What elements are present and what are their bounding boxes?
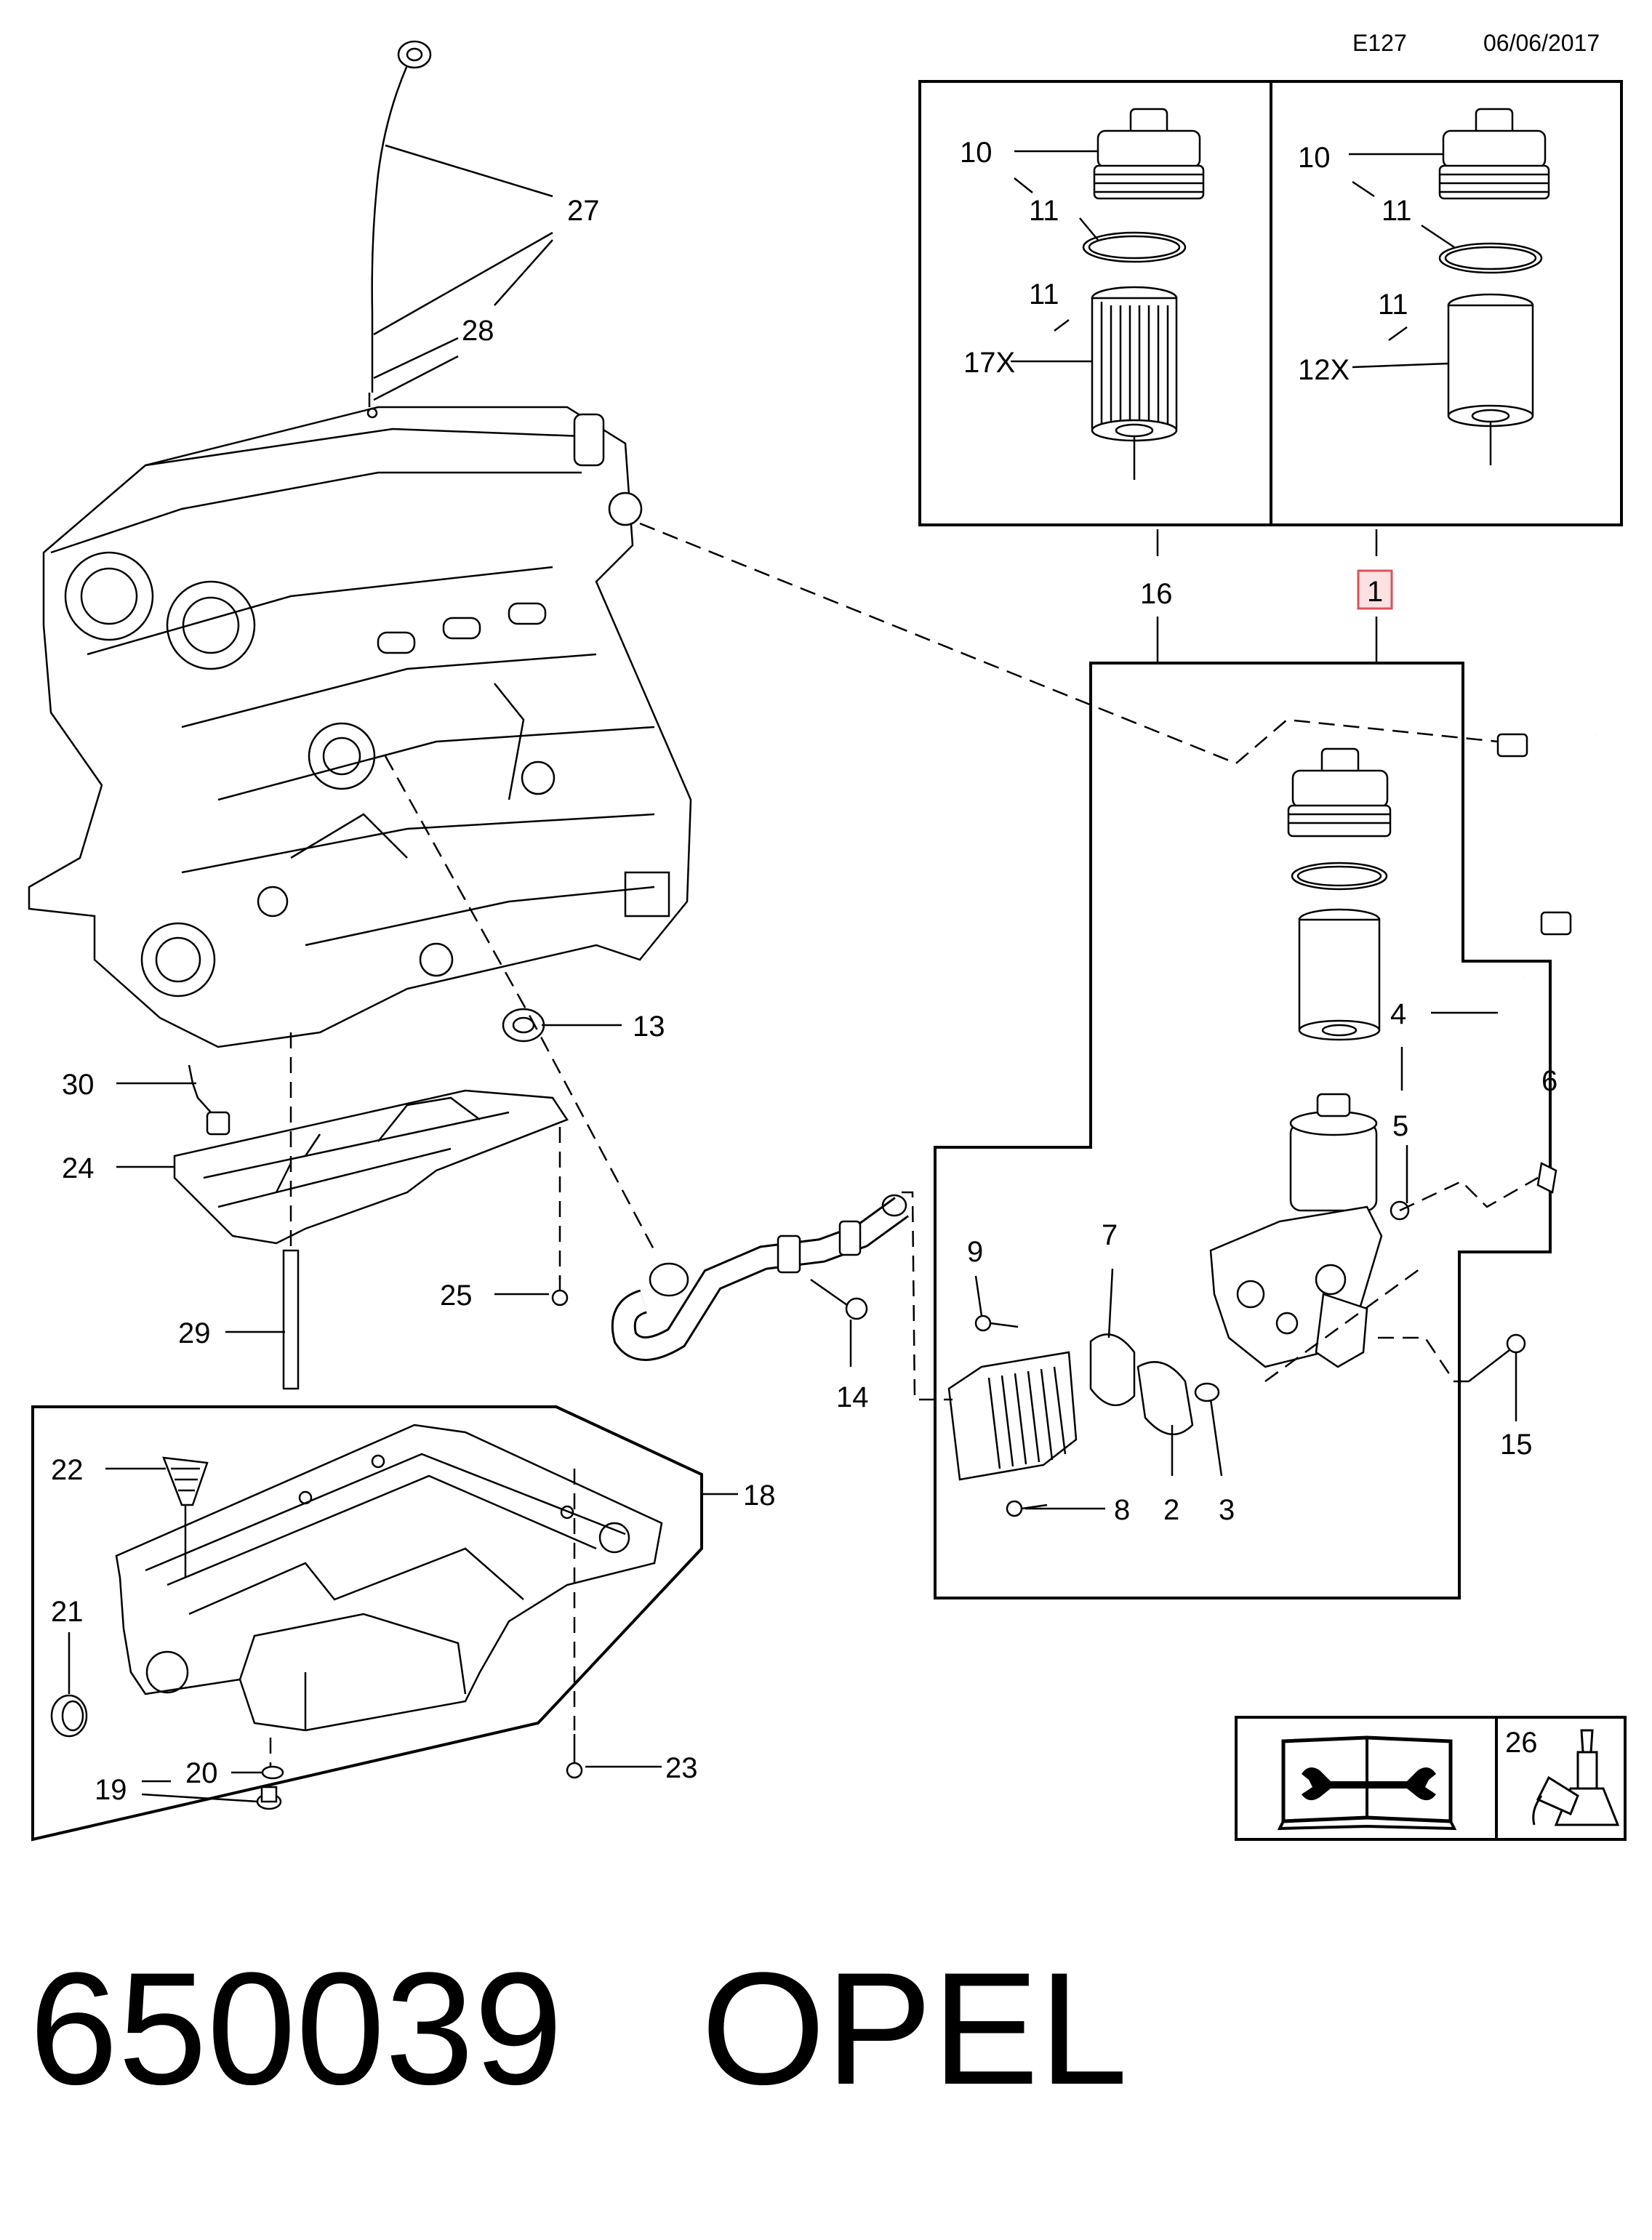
repair-manual-wrench-icon: [1277, 1735, 1457, 1831]
callout-20: 20: [185, 1757, 218, 1789]
drain-plug-19: [256, 1786, 282, 1810]
filter-cap-in-assembly: [1287, 747, 1392, 1041]
callout-9: 9: [967, 1236, 983, 1268]
oil-baffle-24: [173, 1089, 569, 1245]
callout-21: 21: [51, 1596, 84, 1628]
dash-link-housing: [1264, 1264, 1426, 1383]
clamp-13: [502, 1008, 545, 1043]
callout-3: 3: [1219, 1494, 1235, 1526]
cooler-gasket-7: [1089, 1333, 1136, 1407]
callout-11-left-a: 11: [1029, 195, 1059, 227]
engine-block: [28, 406, 692, 1048]
callout-10-right: 10: [1298, 142, 1331, 174]
bolt-14: [810, 1278, 868, 1320]
callout-22: 22: [51, 1454, 84, 1486]
dipstick-tube-28: [366, 313, 378, 419]
callout-18: 18: [743, 1480, 776, 1512]
callout-4: 4: [1390, 998, 1406, 1030]
callout-26: 26: [1505, 1727, 1538, 1759]
callout-25: 25: [440, 1280, 473, 1312]
filter-variant-1: [1438, 108, 1550, 465]
dash-link-cooler: [902, 1191, 953, 1401]
hose-clamp: [1496, 733, 1528, 758]
callout-28: 28: [462, 315, 494, 347]
callout-11-left-b: 11: [1029, 278, 1059, 310]
oil-cooler: [947, 1351, 1078, 1481]
callout-30: 30: [62, 1069, 95, 1101]
housing-gasket-2: [1136, 1361, 1194, 1436]
bolt-25: [551, 1276, 569, 1306]
callout-12x: 12X: [1298, 354, 1350, 386]
callout-2: 2: [1163, 1494, 1179, 1526]
oil-sensor-30: [188, 1064, 230, 1136]
callout-24: 24: [62, 1152, 95, 1184]
clip-5: [1390, 1200, 1410, 1221]
bolt-9: [974, 1314, 1019, 1332]
callout-11-right-b: 11: [1378, 289, 1408, 321]
o-ring-11-right: [1438, 242, 1543, 274]
callout-15: 15: [1500, 1429, 1533, 1461]
washer-20: [261, 1765, 284, 1780]
callout-5: 5: [1392, 1110, 1408, 1142]
part-number: 650039: [29, 1939, 564, 2118]
diagram-date: 06/06/2017: [1483, 30, 1600, 56]
callout-16: 16: [1140, 578, 1173, 610]
callout-8: 8: [1114, 1494, 1130, 1526]
stud-29: [282, 1032, 300, 1390]
highlight-box-1: [1357, 569, 1393, 610]
filter-cartridge-12x: [1447, 293, 1534, 465]
symbols-box: [1235, 1716, 1627, 1841]
filter-cap-10-right: [1438, 108, 1550, 200]
filter-variant-16: [1082, 108, 1205, 480]
callout-11-right-a: 11: [1382, 195, 1412, 227]
callout-14: 14: [836, 1381, 869, 1413]
callout-1: 1: [1367, 576, 1383, 608]
dash-link-block-housing: [639, 522, 1499, 765]
oil-strainer-22: [162, 1456, 209, 1578]
callout-17x: 17X: [963, 347, 1015, 379]
oil-pan-assembly-box: [31, 1405, 703, 1842]
brand-name: OPEL: [701, 1939, 1128, 2118]
o-ring-3: [1194, 1382, 1220, 1402]
oil-filter-housing-assembly-box: [934, 662, 1552, 1599]
hose-clamp-lower: [1540, 911, 1572, 936]
oil-pan: [115, 1424, 663, 1732]
callout-23: 23: [665, 1752, 698, 1784]
callout-13: 13: [633, 1011, 665, 1043]
seal-ring-21: [50, 1694, 88, 1738]
filter-cap-10-left: [1093, 108, 1205, 200]
oil-dipstick-27: [371, 40, 432, 313]
callout-10-left: 10: [960, 137, 993, 169]
callout-19: 19: [95, 1774, 127, 1806]
bolt-6: [1536, 1162, 1557, 1194]
o-ring-11-left: [1082, 231, 1187, 263]
callout-27: 27: [567, 195, 600, 227]
dash-link-5-6: [1399, 1176, 1539, 1212]
callout-7: 7: [1102, 1219, 1118, 1251]
sealant-tube-icon: [1532, 1729, 1620, 1826]
callout-29: 29: [178, 1317, 211, 1349]
oil-filter-housing: [1209, 1093, 1383, 1368]
filter-cartridge-17x: [1091, 286, 1178, 480]
diagram-code: E127: [1352, 30, 1407, 56]
oil-feed-pipe: [611, 1194, 909, 1361]
callout-6: 6: [1541, 1065, 1557, 1097]
filter-variants-box: [918, 80, 1623, 526]
bolt-23: [566, 1734, 583, 1779]
